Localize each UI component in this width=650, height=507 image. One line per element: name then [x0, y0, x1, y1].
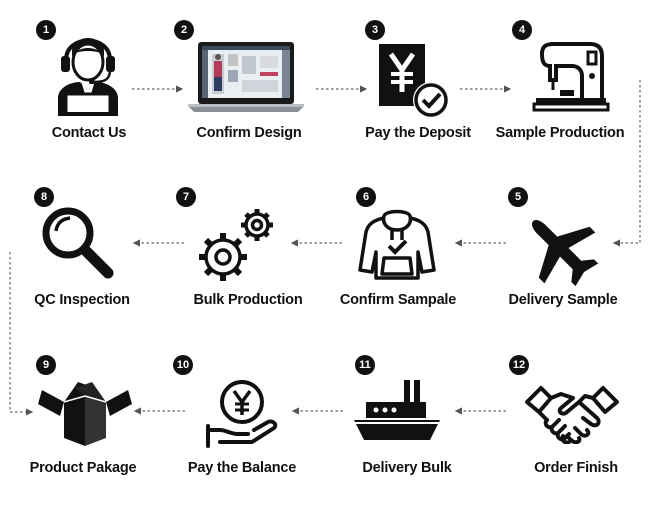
step-12-badge: 12 [509, 355, 529, 375]
step-10-label: Pay the Balance [187, 460, 297, 476]
hoodie-check-icon [358, 209, 436, 280]
step-8-label: QC Inspection [34, 292, 130, 308]
yen-coin-hand-icon [206, 380, 278, 448]
step-5-label: Delivery Sample [508, 292, 618, 308]
step-3-label: Pay the Deposit [365, 125, 471, 141]
step-3-badge: 3 [365, 20, 385, 40]
arrow-4-5 [612, 80, 641, 247]
step-5-badge: 5 [508, 187, 528, 207]
step-11-label: Delivery Bulk [362, 460, 452, 476]
open-box-icon [38, 382, 132, 446]
step-1-label: Contact Us [51, 125, 127, 141]
step-7-badge: 7 [176, 187, 196, 207]
step-8-badge: 8 [34, 187, 54, 207]
step-6-label: Confirm Sampale [339, 292, 457, 308]
arrow-8-9 [9, 252, 34, 416]
customer-service-icon [58, 38, 118, 116]
gears-icon [199, 209, 273, 281]
handshake-icon [525, 386, 619, 444]
step-9-label: Product Pakage [29, 460, 137, 476]
step-11-badge: 11 [355, 355, 375, 375]
airplane-icon [532, 220, 599, 287]
step-4-badge: 4 [512, 20, 532, 40]
step-12-label: Order Finish [534, 460, 618, 476]
cargo-ship-icon [354, 380, 440, 440]
step-1-badge: 1 [36, 20, 56, 40]
step-9-badge: 9 [36, 355, 56, 375]
step-6-badge: 6 [356, 187, 376, 207]
yen-check-icon [379, 44, 449, 118]
sewing-machine-icon [532, 42, 610, 112]
laptop-design-icon [188, 42, 304, 112]
magnifier-icon [42, 207, 114, 279]
step-7-label: Bulk Production [193, 292, 303, 308]
step-2-label: Confirm Design [196, 125, 302, 141]
step-2-badge: 2 [174, 20, 194, 40]
step-10-badge: 10 [173, 355, 193, 375]
step-4-label: Sample Production [495, 125, 625, 141]
